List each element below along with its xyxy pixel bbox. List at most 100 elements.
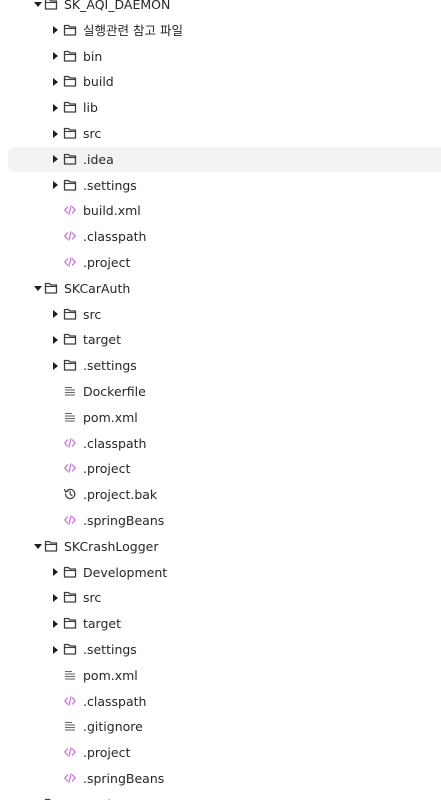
chevron-right-icon[interactable] bbox=[53, 361, 58, 370]
code-file-icon bbox=[63, 436, 77, 450]
chevron-down-icon[interactable] bbox=[34, 285, 42, 291]
tree-item-project-bak[interactable]: .project.bak bbox=[0, 482, 441, 507]
tree-item-settings[interactable]: .settings bbox=[0, 353, 441, 378]
tree-item-pom-xml[interactable]: pom.xml bbox=[0, 405, 441, 430]
tree-item-target[interactable]: target bbox=[0, 611, 441, 636]
folder-icon bbox=[63, 642, 77, 656]
chevron-down-icon[interactable] bbox=[34, 543, 42, 549]
folder-icon bbox=[63, 100, 77, 114]
chevron-right-icon[interactable] bbox=[53, 103, 58, 112]
folder-icon bbox=[63, 616, 77, 630]
chevron-right-icon[interactable] bbox=[53, 568, 58, 577]
tree-item-item[interactable]: 실행관련 참고 파일 bbox=[0, 18, 441, 43]
tree-item-springbeans[interactable]: .springBeans bbox=[0, 508, 441, 533]
folder-icon bbox=[63, 178, 77, 192]
tree-item-src[interactable]: src bbox=[0, 121, 441, 146]
folder-icon bbox=[44, 0, 58, 11]
tree-item-development[interactable]: Development bbox=[0, 560, 441, 585]
chevron-right-icon[interactable] bbox=[53, 645, 58, 654]
chevron-right-icon[interactable] bbox=[53, 335, 58, 344]
tree-item-gitignore[interactable]: .gitignore bbox=[0, 714, 441, 739]
tree-item-label: pom.xml bbox=[83, 667, 138, 683]
tree-item-label: SKCarAuth bbox=[64, 280, 131, 296]
tree-item-classpath[interactable]: .classpath bbox=[0, 224, 441, 249]
chevron-down-icon[interactable] bbox=[34, 2, 42, 7]
chevron-right-icon[interactable] bbox=[53, 26, 58, 35]
tree-item-label: .classpath bbox=[83, 435, 147, 451]
code-file-icon bbox=[63, 255, 77, 269]
text-file-icon bbox=[63, 410, 77, 424]
tree-item-sk-aqi-daemon[interactable]: SK_AQI_DAEMON bbox=[0, 0, 441, 17]
tree-item-project[interactable]: .project bbox=[0, 456, 441, 481]
tree-item-label: Development bbox=[83, 564, 168, 580]
tree-item-project[interactable]: .project bbox=[0, 250, 441, 275]
tree-item-label: bin bbox=[83, 48, 103, 64]
folder-icon bbox=[63, 23, 77, 37]
folder-icon bbox=[63, 74, 77, 88]
tree-item-src[interactable]: src bbox=[0, 585, 441, 610]
tree-item-label: .springBeans bbox=[83, 771, 165, 786]
tree-item-label: src bbox=[83, 306, 102, 322]
tree-item-label: src bbox=[83, 126, 102, 141]
tree-item-settings[interactable]: .settings bbox=[0, 637, 441, 662]
tree-item-label: lib bbox=[83, 100, 98, 116]
tree-item-build[interactable]: build bbox=[0, 69, 441, 94]
folder-icon bbox=[63, 358, 77, 372]
code-file-icon bbox=[63, 694, 77, 708]
tree-item-label: SK_AQI_DAEMON bbox=[64, 0, 171, 12]
chevron-right-icon[interactable] bbox=[53, 593, 58, 602]
tree-item-dockerfile[interactable]: Dockerfile bbox=[0, 379, 441, 404]
tree-item-settings[interactable]: .settings bbox=[0, 173, 441, 198]
history-file-icon bbox=[63, 487, 77, 501]
tree-item-label: .project bbox=[83, 745, 131, 761]
tree-item-bin[interactable]: bin bbox=[0, 44, 441, 69]
code-file-icon bbox=[63, 771, 77, 785]
chevron-right-icon[interactable] bbox=[53, 155, 58, 164]
chevron-right-icon[interactable] bbox=[53, 52, 58, 61]
chevron-right-icon[interactable] bbox=[53, 310, 58, 319]
code-file-icon bbox=[63, 229, 77, 243]
tree-item-label: .classpath bbox=[83, 229, 147, 245]
folder-icon bbox=[44, 281, 58, 295]
folder-icon bbox=[63, 49, 77, 63]
tree-item-classpath[interactable]: .classpath bbox=[0, 431, 441, 456]
tree-item-label: build.xml bbox=[83, 203, 141, 219]
chevron-right-icon[interactable] bbox=[53, 181, 58, 190]
tree-item-springbeans[interactable]: .springBeans bbox=[0, 766, 441, 791]
tree-item-src[interactable]: src bbox=[0, 302, 441, 327]
code-file-icon bbox=[63, 461, 77, 475]
tree-item-idea[interactable]: .idea bbox=[8, 146, 441, 172]
tree-item-pom-xml[interactable]: pom.xml bbox=[0, 663, 441, 688]
tree-item-label: .settings bbox=[83, 358, 137, 374]
tree-item-label: target bbox=[83, 332, 122, 348]
tree-item-label: src bbox=[83, 590, 102, 606]
folder-icon bbox=[63, 152, 77, 166]
folder-icon bbox=[63, 126, 77, 140]
tree-item-label: build bbox=[83, 74, 114, 90]
text-file-icon bbox=[63, 719, 77, 733]
tree-item-skcrashlogger[interactable]: SKCrashLogger bbox=[0, 534, 441, 559]
chevron-right-icon[interactable] bbox=[53, 129, 58, 138]
tree-item-label: .settings bbox=[83, 177, 137, 193]
tree-item-label: .springBeans bbox=[83, 513, 165, 528]
tree-item-label: .project.bak bbox=[83, 487, 158, 503]
folder-icon bbox=[63, 332, 77, 346]
tree-item-label: .project bbox=[83, 255, 131, 270]
tree-item-target[interactable]: target bbox=[0, 327, 441, 352]
tree-item-skcarauth[interactable]: SKCarAuth bbox=[0, 276, 441, 301]
tree-item-project[interactable]: .project bbox=[0, 740, 441, 765]
tree-item-classpath[interactable]: .classpath bbox=[0, 689, 441, 714]
code-file-icon bbox=[63, 745, 77, 759]
tree-item-build-xml[interactable]: build.xml bbox=[0, 198, 441, 223]
chevron-right-icon[interactable] bbox=[53, 619, 58, 628]
tree-item-lib[interactable]: lib bbox=[0, 95, 441, 120]
code-file-icon bbox=[63, 203, 77, 217]
text-file-icon bbox=[63, 668, 77, 682]
folder-icon bbox=[63, 307, 77, 321]
tree-item-label: .gitignore bbox=[83, 719, 143, 735]
folder-icon bbox=[44, 797, 58, 800]
chevron-right-icon[interactable] bbox=[53, 77, 58, 86]
code-file-icon bbox=[63, 513, 77, 527]
tree-item-skcrashloggerags[interactable]: SKCrashLoggerAGS bbox=[0, 792, 441, 800]
